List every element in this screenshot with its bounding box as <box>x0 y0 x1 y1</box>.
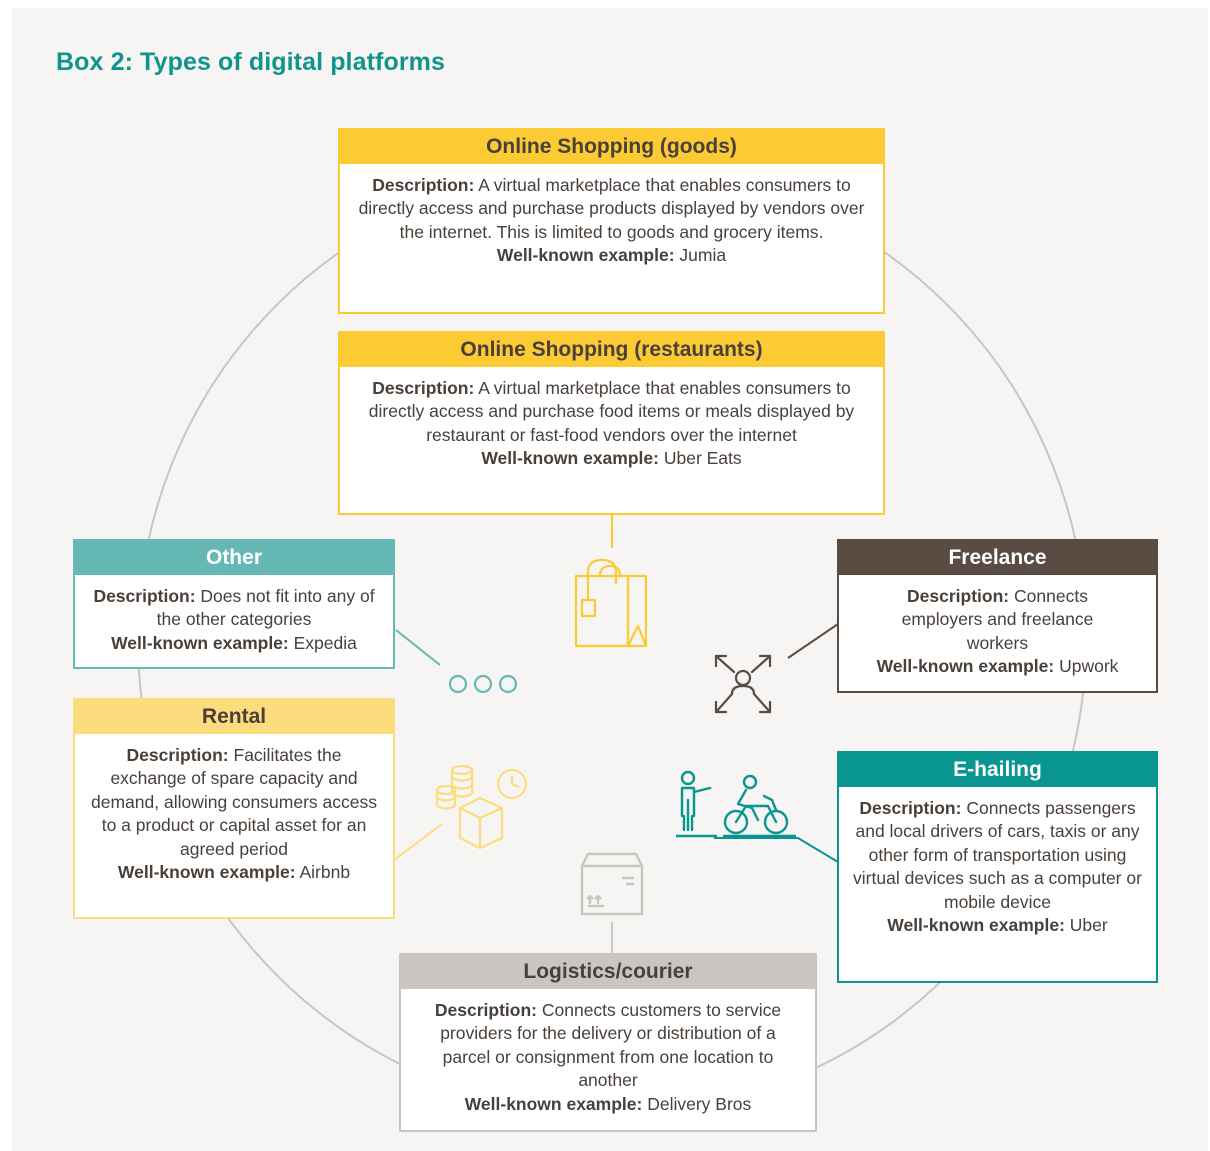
box-body: Description: A virtual marketplace that … <box>340 164 883 276</box>
example-label: Well-known example: <box>496 245 675 266</box>
example-label: Well-known example: <box>887 915 1065 936</box>
example-text: Uber Eats <box>663 448 742 469</box>
example-text: Uber <box>1069 915 1108 936</box>
description-text: Connects passengers and local drivers of… <box>853 798 1142 912</box>
example-text: Upwork <box>1059 656 1119 677</box>
box-header: Logistics/courier <box>401 955 815 989</box>
box-rental: Rental Description: Facilitates the exch… <box>73 698 395 919</box>
description-text: Connects employers and freelance workers <box>901 586 1094 653</box>
box-freelance: Freelance Description: Connects employer… <box>837 539 1158 693</box>
ellipsis-icon <box>448 674 518 694</box>
shopping-bag-icon <box>574 558 648 648</box>
box-body: Description: Connects employers and free… <box>839 575 1156 687</box>
box-body: Description: Connects passengers and loc… <box>839 787 1156 945</box>
box-header: Rental <box>75 700 393 734</box>
box-other: Other Description: Does not fit into any… <box>73 539 395 669</box>
example-label: Well-known example: <box>111 632 289 653</box>
description-text: Facilitates the exchange of spare capaci… <box>91 745 377 859</box>
box-body: Description: Facilitates the exchange of… <box>75 734 393 892</box>
description-label: Description: <box>372 378 475 398</box>
box-header: Online Shopping (goods) <box>340 130 883 164</box>
example-text: Airbnb <box>299 862 351 883</box>
box-header: E-hailing <box>839 753 1156 787</box>
coins-box-clock-icon <box>435 764 528 850</box>
box-header: Freelance <box>839 541 1156 575</box>
page-title: Box 2: Types of digital platforms <box>56 48 445 76</box>
person-network-icon <box>714 654 772 714</box>
box-body: Description: Connects customers to servi… <box>401 989 815 1124</box>
connector-other <box>395 629 441 666</box>
person-motorbike-icon <box>676 770 796 838</box>
connector-freelance <box>787 623 839 659</box>
connector-ehailing <box>714 837 839 863</box>
example-text: Expedia <box>293 632 357 653</box>
example-label: Well-known example: <box>481 448 659 469</box>
description-text: Connects customers to service providers … <box>440 1000 782 1091</box>
description-label: Description: <box>434 1000 537 1020</box>
box-body: Description: A virtual marketplace that … <box>340 367 883 479</box>
example-label: Well-known example: <box>117 862 296 883</box>
description-label: Description: <box>126 745 229 765</box>
box-body: Description: Does not fit into any of th… <box>75 575 393 663</box>
box-online-shopping-goods: Online Shopping (goods) Description: A v… <box>338 128 885 314</box>
example-text: Delivery Bros <box>647 1093 752 1114</box>
box-header: Other <box>75 541 393 575</box>
example-label: Well-known example: <box>876 656 1055 677</box>
parcel-box-icon <box>580 852 644 916</box>
box-online-shopping-restaurants: Online Shopping (restaurants) Descriptio… <box>338 331 885 515</box>
example-text: Jumia <box>679 245 727 266</box>
box-header: Online Shopping (restaurants) <box>340 333 883 367</box>
connector-rental <box>393 823 443 861</box>
description-label: Description: <box>907 586 1010 606</box>
description-label: Description: <box>859 798 962 818</box>
description-label: Description: <box>372 175 475 195</box>
description-text: A virtual marketplace that enables consu… <box>368 378 855 445</box>
box-logistics-courier: Logistics/courier Description: Connects … <box>399 953 817 1132</box>
description-text: A virtual marketplace that enables consu… <box>358 175 865 242</box>
description-label: Description: <box>93 586 196 606</box>
box-e-hailing: E-hailing Description: Connects passenge… <box>837 751 1158 983</box>
example-label: Well-known example: <box>464 1093 643 1114</box>
description-text: Does not fit into any of the other categ… <box>156 586 375 630</box>
